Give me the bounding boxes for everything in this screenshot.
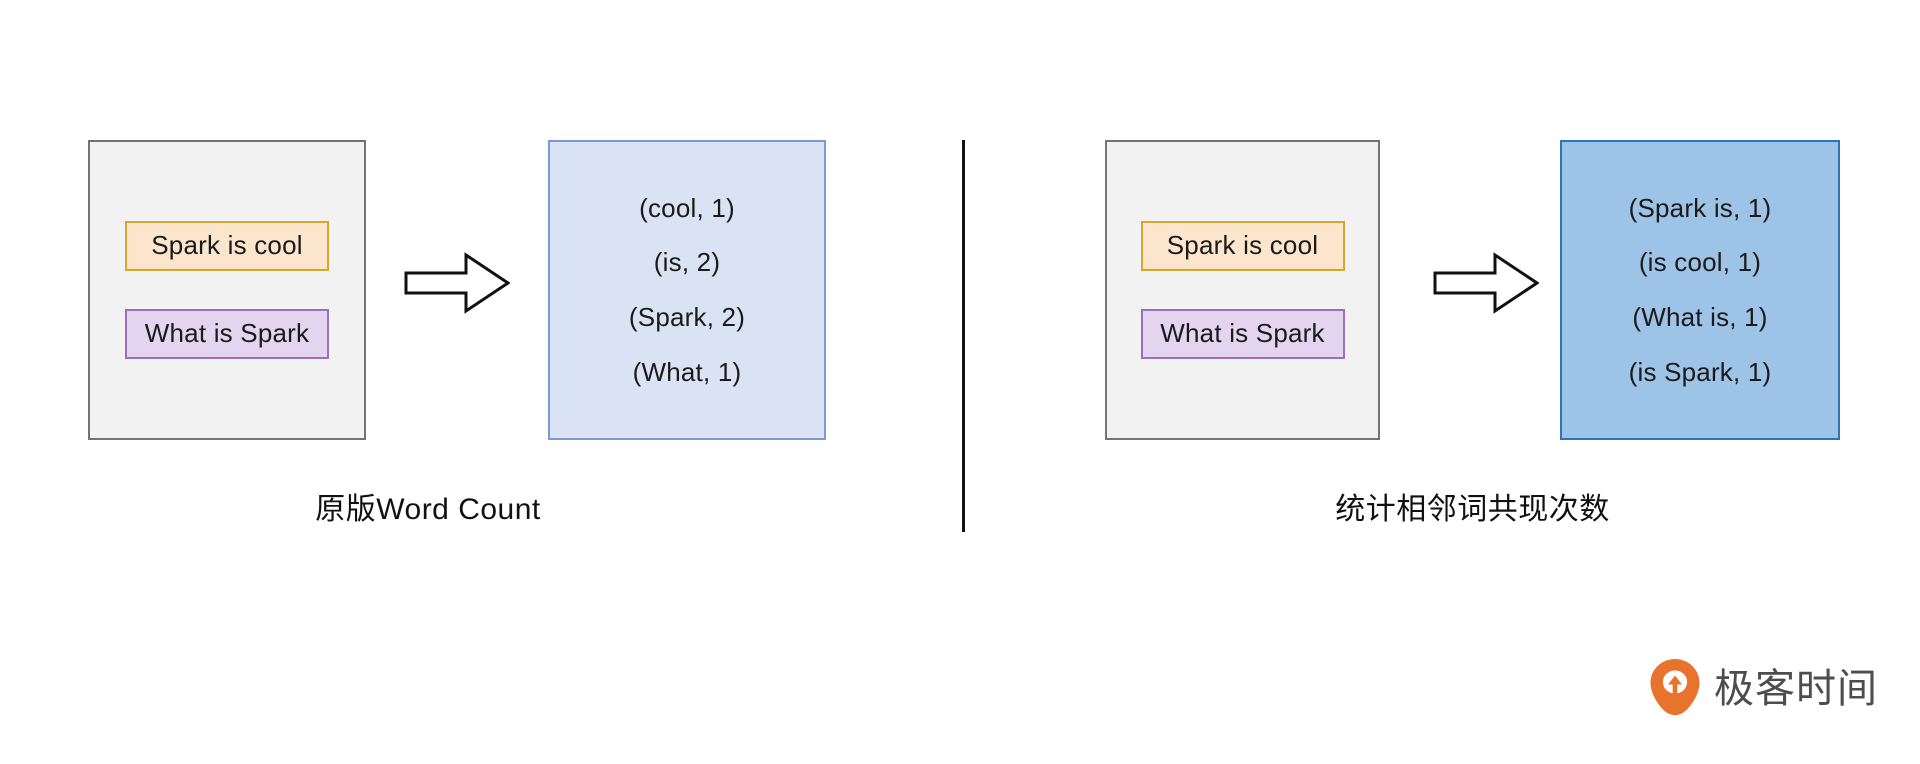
result-pair-item: (Spark, 2) — [628, 302, 746, 332]
brand-logo: 极客时间 — [1648, 658, 1878, 720]
result-panel-left: (cool, 1) (is, 2) (Spark, 2) (What, 1) — [548, 140, 826, 440]
caption-adjacent-word-cooccurrence: 统计相邻词共现次数 — [1335, 493, 1610, 526]
brand-name: 极客时间 — [1714, 667, 1878, 711]
sentence-chip-what-is-spark-left: What is Spark — [125, 309, 329, 359]
sentence-chip-what-is-spark-right: What is Spark — [1140, 309, 1345, 359]
result-pair-item: (Spark is, 1) — [1628, 192, 1772, 223]
transform-arrow-right — [1433, 252, 1539, 314]
diagram-group-original-word-count: Spark is cool What is Spark (cool, 1) (i… — [88, 140, 826, 526]
source-panel-left: Spark is cool What is Spark — [88, 140, 366, 440]
vertical-divider — [962, 140, 965, 532]
result-pair-item: (What is, 1) — [1632, 302, 1768, 332]
result-panel-right: (Spark is, 1) (is cool, 1) (What is, 1) … — [1560, 140, 1840, 440]
geektime-pin-icon — [1648, 658, 1702, 721]
result-pair-item: (What, 1) — [632, 356, 742, 387]
transform-arrow-left — [404, 252, 510, 314]
source-panel-right: Spark is cool What is Spark — [1105, 140, 1380, 440]
result-pair-item: (is cool, 1) — [1638, 247, 1762, 278]
diagram-group-adjacent-word-cooccurrence: Spark is cool What is Spark (Spark is, 1… — [963, 0, 1920, 764]
sentence-chip-spark-is-cool-left: Spark is cool — [125, 221, 329, 271]
caption-original-word-count: 原版Word Count — [315, 493, 541, 526]
result-pair-item: (is Spark, 1) — [1628, 356, 1772, 387]
sentence-chip-spark-is-cool-right: Spark is cool — [1140, 221, 1345, 271]
result-pair-item: (is, 2) — [653, 247, 721, 278]
result-pair-item: (cool, 1) — [639, 192, 735, 223]
